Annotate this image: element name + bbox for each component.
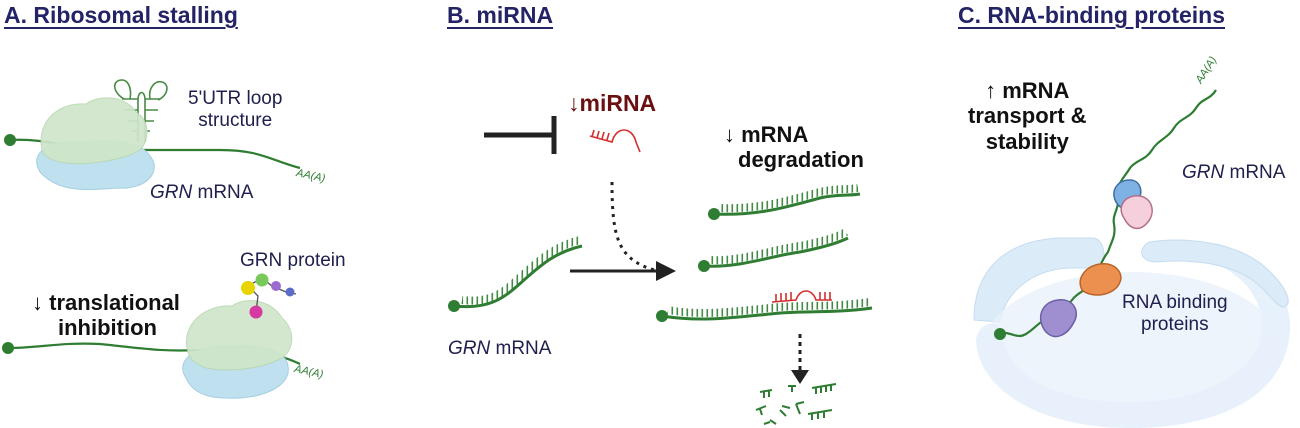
rbp-orange [1079, 263, 1122, 296]
grn-mrna-label-c: GRN mRNA [1182, 162, 1285, 184]
translational-inhibition-label: ↓ translational inhibition [32, 290, 180, 341]
rbp-label-line2: proteins [1141, 313, 1209, 335]
panel-a-title: A. Ribosomal stalling [4, 2, 238, 28]
five-prime-cap-c [994, 328, 1006, 340]
rbp-purple [1039, 299, 1078, 338]
mrna-word-b: mRNA [490, 338, 552, 359]
mrna-word-a: mRNA [192, 182, 254, 203]
mrna-word-c: mRNA [1224, 162, 1286, 183]
rbp-pink [1120, 195, 1153, 230]
input-mrna-strand [453, 244, 583, 309]
transport-stability-label: ↑ mRNA transport & stability [968, 78, 1087, 154]
main-arrow-head [656, 261, 676, 281]
panel-a-artwork [2, 79, 301, 399]
mirna-label: ↓miRNA [568, 90, 657, 116]
grn-mrna-label-a: GRN mRNA [150, 182, 253, 204]
output-mrna-3 [661, 306, 873, 321]
gene-name-c: GRN [1182, 162, 1225, 183]
output-mrna-1 [713, 192, 861, 216]
dotted-arrow [610, 181, 663, 274]
ribosome-large-subunit-a-bottom [186, 300, 293, 371]
degradation-line2: degradation [738, 147, 864, 173]
five-prime-cap-b-input [448, 300, 460, 312]
transport-line3: stability [985, 128, 1069, 154]
gene-name-b: GRN [448, 338, 491, 359]
bound-mirna [771, 290, 832, 303]
utr-loop-label: 5'UTR loop structure [188, 88, 282, 132]
mrna-fragments [755, 383, 837, 425]
utr-loop-label-line1: 5'UTR loop [188, 88, 283, 109]
grn-mrna-label-b: GRN mRNA [448, 338, 551, 360]
ribosome-large-subunit-a-top [40, 97, 148, 164]
panel-c-artwork [973, 89, 1291, 428]
utr-loop-label-line2: structure [198, 109, 273, 131]
degradation-line1: ↓ mRNA [724, 122, 809, 147]
mirna-fragment [589, 129, 641, 153]
inhibition-line1: ↓ translational [32, 290, 180, 315]
rbp-label-line1: RNA binding [1122, 292, 1228, 313]
mrna-degradation-label: ↓ mRNA degradation [724, 122, 864, 173]
inhibition-line2: inhibition [58, 315, 157, 341]
panel-b-title: B. miRNA [447, 2, 554, 28]
panel-c-title: C. RNA-binding proteins [958, 2, 1226, 28]
grn-protein-label: GRN protein [240, 250, 346, 271]
output-mrna-2 [703, 236, 849, 268]
gene-name-a: GRN [150, 182, 193, 203]
transport-line2: transport & [968, 103, 1087, 129]
rbp-label: RNA binding proteins [1122, 292, 1228, 336]
grn-protein-chain [241, 273, 297, 319]
transport-line1: ↑ mRNA [985, 78, 1070, 103]
degradation-arrow-head [791, 370, 809, 384]
five-prime-cap-a-top [4, 134, 16, 146]
nuclear-envelope-right [1141, 239, 1289, 308]
panel-b-artwork [448, 116, 873, 425]
five-prime-cap-a-bottom [2, 342, 14, 354]
